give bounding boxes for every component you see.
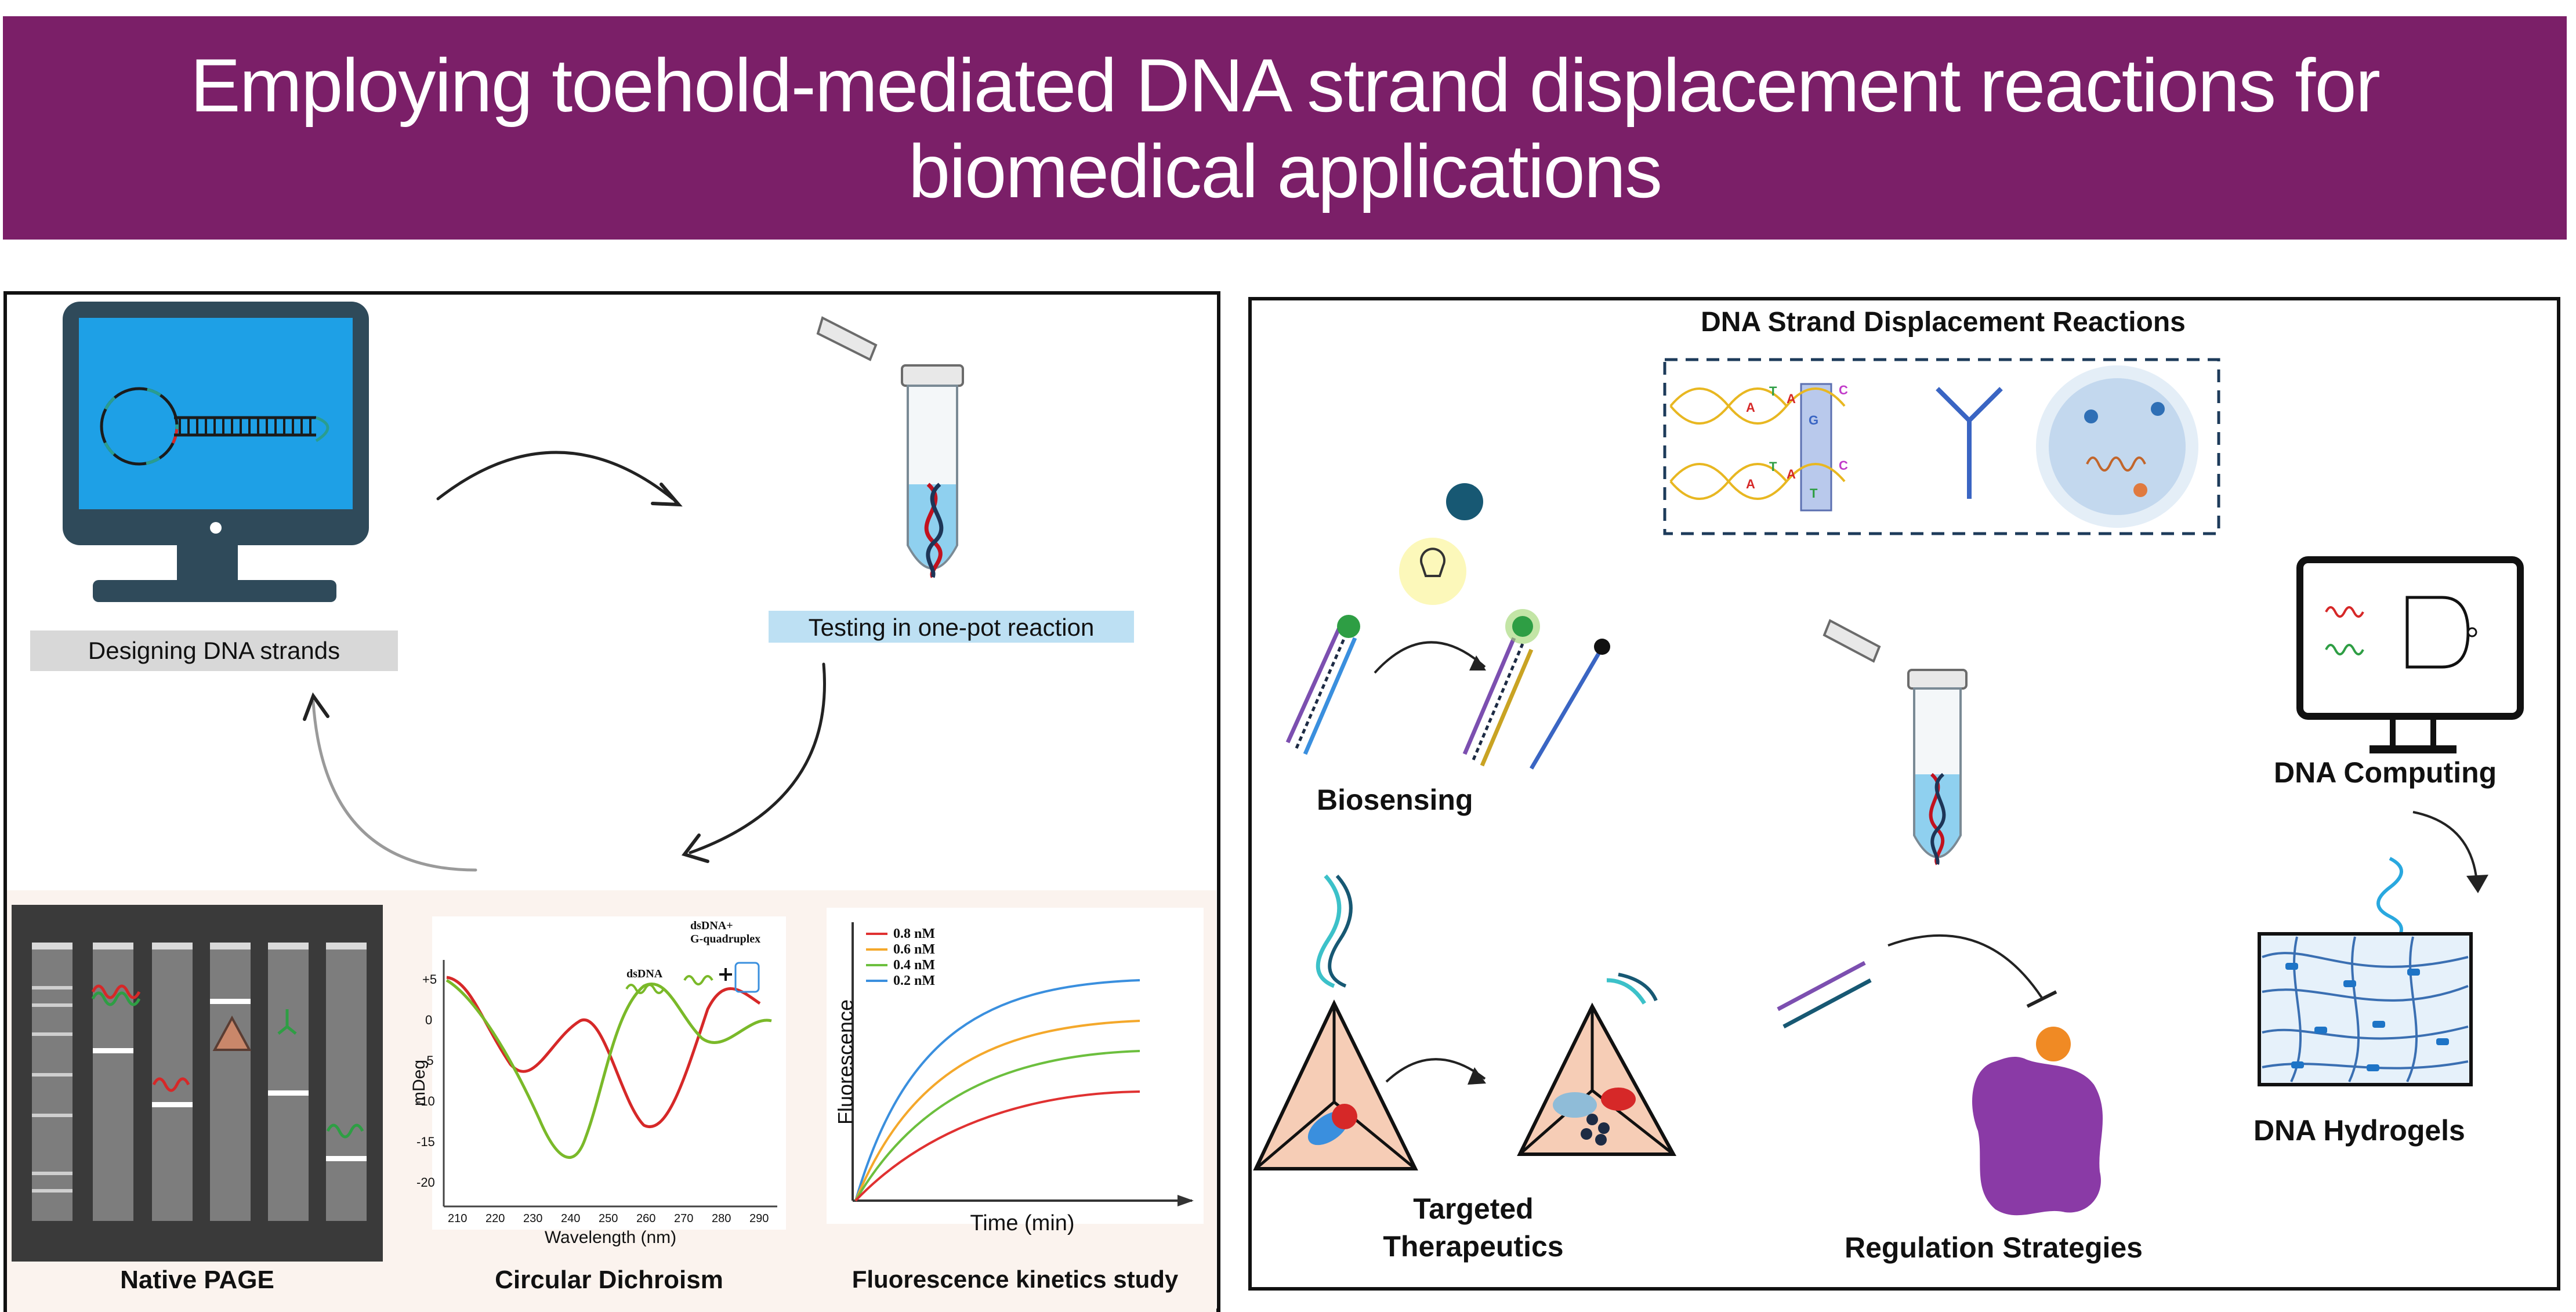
letter-1: T bbox=[1769, 384, 1777, 398]
therapeutics-graphic bbox=[1253, 874, 1677, 1170]
cd-green-curve bbox=[445, 978, 772, 1159]
letter-5: A bbox=[1746, 477, 1755, 491]
fluor-legend-3: 0.2 nM bbox=[893, 973, 935, 988]
designing-bar bbox=[30, 630, 398, 671]
native-page-gel bbox=[12, 905, 383, 1262]
cd-xtick-6: 270 bbox=[674, 1212, 694, 1225]
letter-9: C bbox=[1839, 458, 1848, 473]
title-banner: Employing toehold-mediated DNA strand di… bbox=[3, 16, 2567, 240]
testing-bar bbox=[769, 611, 1134, 643]
cd-ytick-5: -20 bbox=[416, 1175, 435, 1190]
fluor-line-0.4nM bbox=[854, 1020, 1140, 1201]
biosensing-label: Biosensing bbox=[1317, 784, 1473, 816]
dsd-dashed-box bbox=[1663, 358, 2220, 535]
designing-label: Designing DNA strands bbox=[88, 637, 340, 664]
cd-xtick-0: 210 bbox=[448, 1212, 468, 1225]
cd-xtick-1: 220 bbox=[486, 1212, 505, 1225]
letter-4: C bbox=[1839, 383, 1848, 397]
letter-8: T bbox=[1810, 486, 1818, 501]
cd-xtick-8: 290 bbox=[749, 1212, 769, 1225]
cd-ytick-1: 0 bbox=[425, 1013, 433, 1027]
regulation-graphic bbox=[1777, 934, 2103, 1216]
hydrogels-label: DNA Hydrogels bbox=[2253, 1114, 2465, 1147]
fluor-xlabel: Time (min) bbox=[970, 1211, 1075, 1235]
fluor-line-0.2nM bbox=[854, 979, 1140, 1201]
cd-label: Circular Dichroism bbox=[495, 1266, 723, 1294]
cd-xtick-3: 240 bbox=[561, 1212, 581, 1225]
cd-red-curve bbox=[446, 976, 761, 1128]
testing-label: Testing in one-pot reaction bbox=[808, 614, 1095, 641]
cd-xlabel: Wavelength (nm) bbox=[544, 1228, 677, 1247]
fluor-legend-2: 0.4 nM bbox=[893, 958, 935, 973]
computing-label: DNA Computing bbox=[2274, 756, 2497, 789]
computer-monitor-icon bbox=[63, 302, 369, 602]
letter-0: A bbox=[1746, 400, 1755, 415]
cd-chart bbox=[432, 916, 786, 1230]
fluor-legend-1: 0.6 nM bbox=[893, 942, 935, 957]
cd-xtick-5: 260 bbox=[636, 1212, 656, 1225]
therapeutics-label-2: Therapeutics bbox=[1383, 1230, 1564, 1263]
cd-xtick-7: 280 bbox=[712, 1212, 731, 1225]
cd-ytick-4: -15 bbox=[416, 1135, 435, 1149]
computing-monitor-icon bbox=[2296, 556, 2524, 753]
cycle-arrows bbox=[303, 451, 826, 872]
cd-ytick-3: -10 bbox=[416, 1094, 435, 1108]
cd-xtick-2: 230 bbox=[523, 1212, 543, 1225]
test-tube-icon bbox=[816, 316, 964, 578]
hydrogel-graphic bbox=[2258, 811, 2488, 1086]
cd-ytick-2: -5 bbox=[422, 1053, 434, 1068]
letter-7: A bbox=[1787, 467, 1796, 481]
right-panel bbox=[1248, 297, 2560, 1291]
page-title: Employing toehold-mediated DNA strand di… bbox=[190, 42, 2381, 213]
fluor-line-0.8nM bbox=[854, 1090, 1140, 1202]
cd-xtick-4: 250 bbox=[599, 1212, 618, 1225]
letter-2: A bbox=[1787, 392, 1796, 406]
cd-legend-dsdna: dsDNA bbox=[626, 967, 663, 980]
regulation-label: Regulation Strategies bbox=[1845, 1231, 2143, 1264]
fluor-chart bbox=[827, 908, 1204, 1224]
native-page-label: Native PAGE bbox=[120, 1266, 274, 1294]
letter-6: T bbox=[1769, 459, 1777, 474]
cd-legend-gq-2: G-quadruplex bbox=[690, 933, 761, 945]
therapeutics-label-1: Targeted bbox=[1413, 1193, 1534, 1225]
fluor-line-0.6nM bbox=[854, 1050, 1140, 1202]
letter-3: G bbox=[1809, 413, 1819, 427]
biosensing-graphic bbox=[1285, 483, 1610, 770]
fluor-legend-0: 0.8 nM bbox=[893, 926, 935, 941]
cd-legend-gq-1: dsDNA+ bbox=[690, 919, 733, 932]
dsd-title: DNA Strand Displacement Reactions bbox=[1701, 307, 2186, 338]
cd-ytick-0: +5 bbox=[422, 972, 437, 987]
test-tube-icon-right bbox=[1823, 619, 1968, 865]
fluorescence-label: Fluorescence kinetics study bbox=[852, 1266, 1179, 1293]
